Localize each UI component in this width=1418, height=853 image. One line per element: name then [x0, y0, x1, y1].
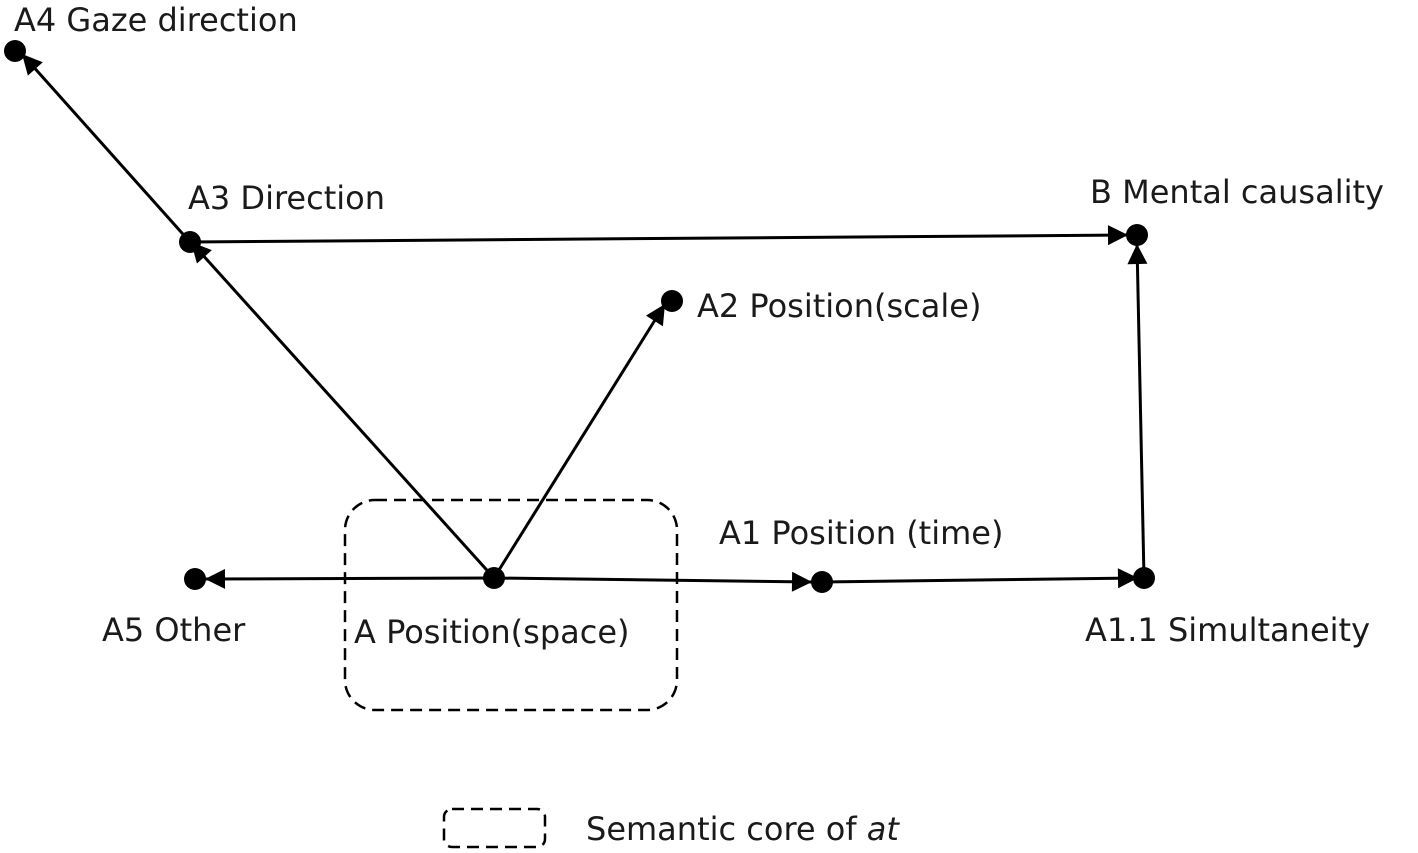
semantic-core-box	[343, 498, 679, 712]
edge-a11-to-b	[1127, 243, 1148, 579]
node-label-a3: A3 Direction	[188, 179, 385, 217]
node-dot-a11	[1133, 567, 1155, 589]
edge-a3-to-a4	[20, 53, 192, 243]
node-label-a11: A1.1 Simultaneity	[1085, 611, 1370, 649]
node-label-a2: A2 Position(scale)	[697, 287, 981, 325]
node-label-a4: A4 Gaze direction	[14, 1, 298, 39]
node-dot-a1	[811, 571, 833, 593]
edge-a3-to-b	[189, 225, 1129, 246]
node-label-a: A Position(space)	[354, 613, 630, 651]
legend-dashed-swatch	[442, 807, 547, 849]
node-label-a5: A5 Other	[102, 611, 246, 649]
node-dot-a5	[184, 568, 206, 590]
node-dot-a3	[179, 231, 201, 253]
node-label-b: B Mental causality	[1090, 173, 1384, 211]
node-dot-a4	[4, 40, 26, 62]
node-label-a1: A1 Position (time)	[719, 514, 1003, 552]
legend-text: Semantic core of	[586, 810, 867, 848]
edge-a-to-a5	[204, 568, 495, 589]
edge-a-to-a2	[492, 303, 667, 579]
legend: Semantic core of at	[442, 807, 900, 849]
node-dot-b	[1126, 224, 1148, 246]
node-dots	[4, 40, 1155, 593]
edge-a-to-a1	[493, 571, 813, 592]
legend-label: Semantic core of at	[586, 810, 900, 848]
edge-a1-to-a11	[821, 568, 1139, 589]
legend-emphasis: at	[867, 810, 901, 848]
node-labels: A4 Gaze direction A3 Direction B Mental …	[14, 1, 1384, 651]
node-dot-a	[483, 567, 505, 589]
node-dot-a2	[661, 290, 683, 312]
edge-a-to-a3	[189, 240, 496, 580]
edges	[20, 53, 1148, 592]
